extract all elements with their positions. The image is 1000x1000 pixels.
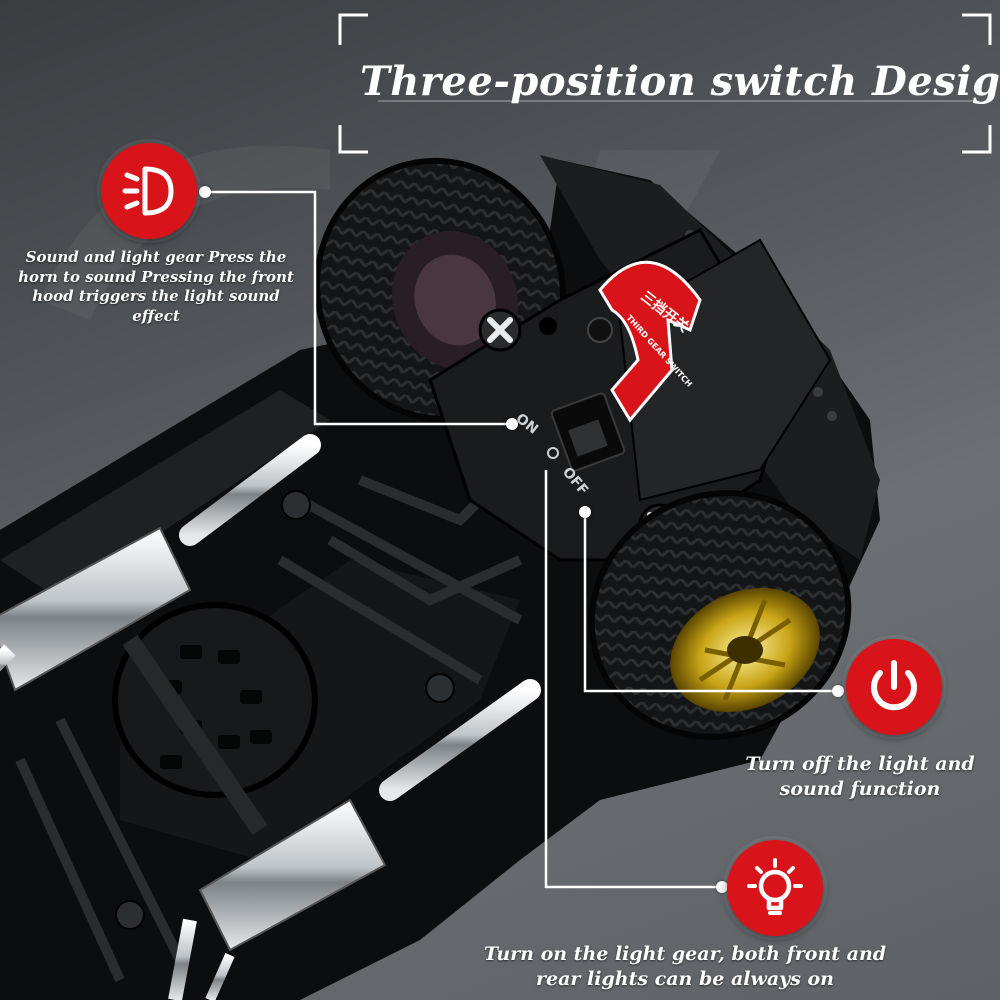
exhaust-pipe-lower [168, 679, 541, 1000]
rear-wheel [588, 490, 852, 740]
callout-leader-lines [210, 190, 838, 889]
sound-light-caption: Sound and light gear Press the horn to s… [6, 248, 306, 326]
off-badge [846, 639, 942, 735]
callout-dot-on [716, 881, 728, 893]
spare-wheel-cover [112, 602, 318, 836]
caption-line: Sound and light gear Press the [25, 248, 287, 266]
caption-line: Turn off the light and [745, 753, 975, 775]
page-title: Three-position switch Design [360, 58, 1000, 105]
caption-line: rear lights can be always on [536, 967, 834, 990]
sound-light-badge [101, 143, 197, 239]
exhaust-pipe-upper [0, 434, 321, 692]
lightbulb-icon [747, 858, 803, 915]
callout-dot-switch-off [579, 506, 591, 518]
on-badge [727, 840, 823, 936]
callout-dot-sound [199, 186, 211, 198]
title-frame-corners [338, 13, 992, 154]
headlight-icon [122, 166, 174, 216]
third-gear-switch-sticker [598, 261, 702, 423]
power-icon [871, 660, 917, 711]
caption-line: sound function [779, 777, 941, 800]
caption-line: Turn on the light gear, both front and [483, 943, 887, 965]
caption-line: horn to sound Pressing the front [18, 267, 294, 286]
battery-switch-housing: 三挡开关 THIRD GEAR SWITCH ON OFF [428, 228, 832, 562]
off-caption: Turn off the light and sound function [740, 752, 980, 801]
background-watermark-shape [40, 145, 330, 320]
caption-line: hood triggers the light sound effect [32, 287, 280, 325]
on-caption: Turn on the light gear, both front and r… [470, 942, 900, 991]
callout-dot-switch-on [506, 418, 518, 430]
callout-dot-off [832, 685, 844, 697]
